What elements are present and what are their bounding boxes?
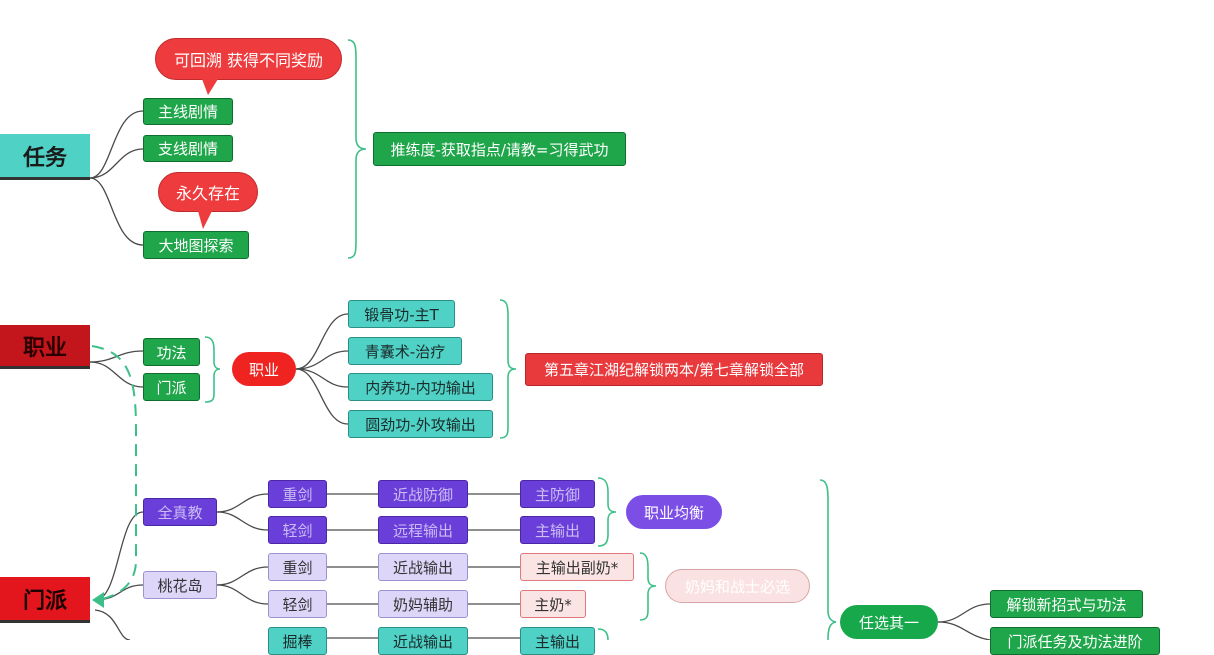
sect-taohua[interactable]: 桃花岛: [143, 571, 217, 599]
taohua-weapon-1[interactable]: 重剑: [268, 553, 327, 581]
job-class-4[interactable]: 圆劲功-外攻输出: [348, 410, 493, 438]
taohua-tag[interactable]: 奶妈和战士必选: [665, 569, 810, 603]
root-sect[interactable]: 门派: [0, 577, 90, 623]
quanzhen-weapon-1[interactable]: 重剑: [268, 480, 327, 508]
taohua-style-1[interactable]: 近战输出: [378, 553, 468, 581]
quanzhen-weapon-2[interactable]: 轻剑: [268, 516, 327, 544]
partial-weapon[interactable]: 掘棒: [268, 627, 327, 655]
task-side-story[interactable]: 支线剧情: [143, 135, 233, 162]
quanzhen-role-2[interactable]: 主输出: [520, 516, 595, 544]
quanzhen-style-1[interactable]: 近战防御: [378, 480, 468, 508]
quanzhen-style-2[interactable]: 远程输出: [378, 516, 468, 544]
taohua-weapon-2[interactable]: 轻剑: [268, 590, 327, 618]
choose-one[interactable]: 任选其一: [840, 605, 938, 639]
callout-rewards-tail: [202, 79, 218, 95]
outcome-1[interactable]: 解锁新招式与功法: [990, 590, 1143, 618]
task-main-story[interactable]: 主线剧情: [143, 98, 233, 125]
callout-permanent: 永久存在: [158, 172, 258, 212]
root-task[interactable]: 任务: [0, 134, 90, 180]
callout-rewards: 可回溯 获得不同奖励: [155, 38, 342, 80]
callout-permanent-tail: [198, 211, 212, 229]
job-summary[interactable]: 第五章江湖纪解锁两本/第七章解锁全部: [525, 353, 823, 386]
task-summary[interactable]: 推练度-获取指点/请教=习得武功: [373, 132, 626, 166]
partial-style[interactable]: 近战输出: [378, 627, 468, 655]
task-map-explore[interactable]: 大地图探索: [143, 231, 249, 259]
taohua-role-2[interactable]: 主奶*: [520, 590, 586, 618]
taohua-role-1[interactable]: 主输出副奶*: [520, 553, 634, 581]
quanzhen-tag[interactable]: 职业均衡: [626, 495, 722, 529]
job-center[interactable]: 职业: [232, 352, 296, 386]
job-class-3[interactable]: 内养功-内功输出: [348, 373, 493, 401]
job-class-1[interactable]: 锻骨功-主T: [348, 300, 455, 328]
quanzhen-role-1[interactable]: 主防御: [520, 480, 595, 508]
partial-role[interactable]: 主输出: [520, 627, 595, 655]
job-class-2[interactable]: 青囊术-治疗: [348, 337, 462, 365]
job-gongfa[interactable]: 功法: [143, 338, 200, 366]
outcome-2[interactable]: 门派任务及功法进阶: [990, 627, 1160, 655]
root-job[interactable]: 职业: [0, 325, 90, 369]
connector-lines: [89, 39, 991, 640]
job-menpai[interactable]: 门派: [143, 373, 200, 401]
taohua-style-2[interactable]: 奶妈辅助: [378, 590, 468, 618]
sect-quanzhen[interactable]: 全真教: [143, 498, 217, 526]
